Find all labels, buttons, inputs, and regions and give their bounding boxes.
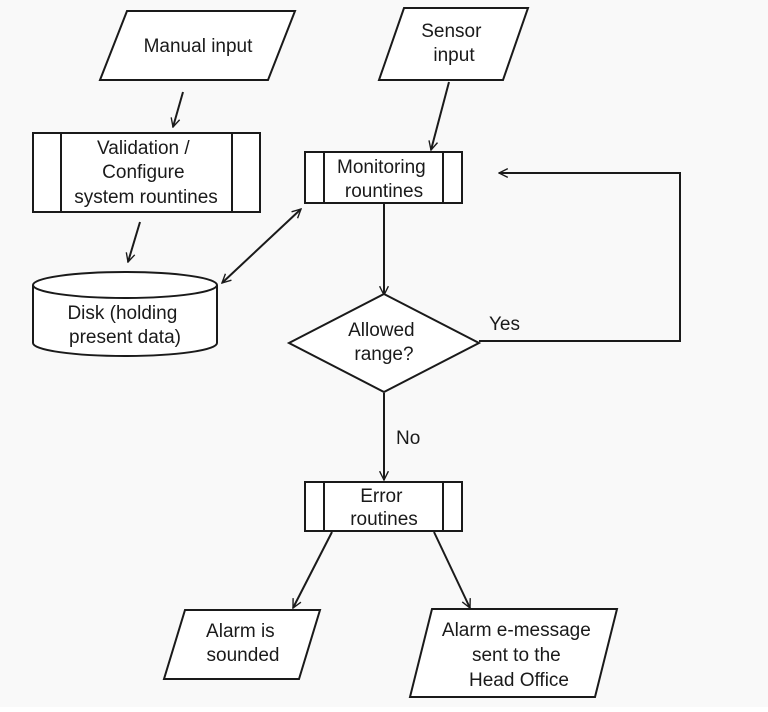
monitoring-process-node: Monitoring rountines [304,151,463,204]
arrow-sensor-to-monitoring [431,81,450,150]
manual-input-label: Manual input [144,36,254,57]
sensor-input-node: Sensor input [377,7,530,81]
sensor-input-label: Sensor input [421,21,486,66]
connectors [128,81,681,608]
error-process-label: Error routines [350,486,418,530]
allowed-range-decision: Allowed range? [286,292,482,394]
decision-label: Allowed range? [348,320,420,365]
email-alert-label: Alarm e-message sent to the Head Office [442,620,596,691]
monitoring-process-label: Monitoring rountines [337,157,431,202]
alarm-sounded-label: Alarm is sounded [206,621,280,666]
arrow-manual-to-validation [173,91,184,127]
arrow-disk-monitoring-bidirectional [222,209,301,283]
arrow-validation-to-disk [128,221,141,262]
yes-edge-label: Yes [489,314,520,335]
disk-storage-label: Disk (holding present data) [67,303,182,348]
email-alert-output: Alarm e-message sent to the Head Office [408,608,619,698]
disk-storage-node: Disk (holding present data) [32,271,218,357]
validation-process-label: Validation / Configure system rountines [74,138,218,208]
validation-process-node: Validation / Configure system rountines [32,132,261,213]
arrow-error-to-email [433,531,471,608]
error-process-node: Error routines [304,481,463,532]
alarm-sounded-output: Alarm is sounded [162,609,322,680]
manual-input-node: Manual input [98,10,297,81]
arrow-yes-loop [479,173,681,342]
no-edge-label: No [396,428,420,449]
arrow-error-to-alarm [292,531,333,608]
